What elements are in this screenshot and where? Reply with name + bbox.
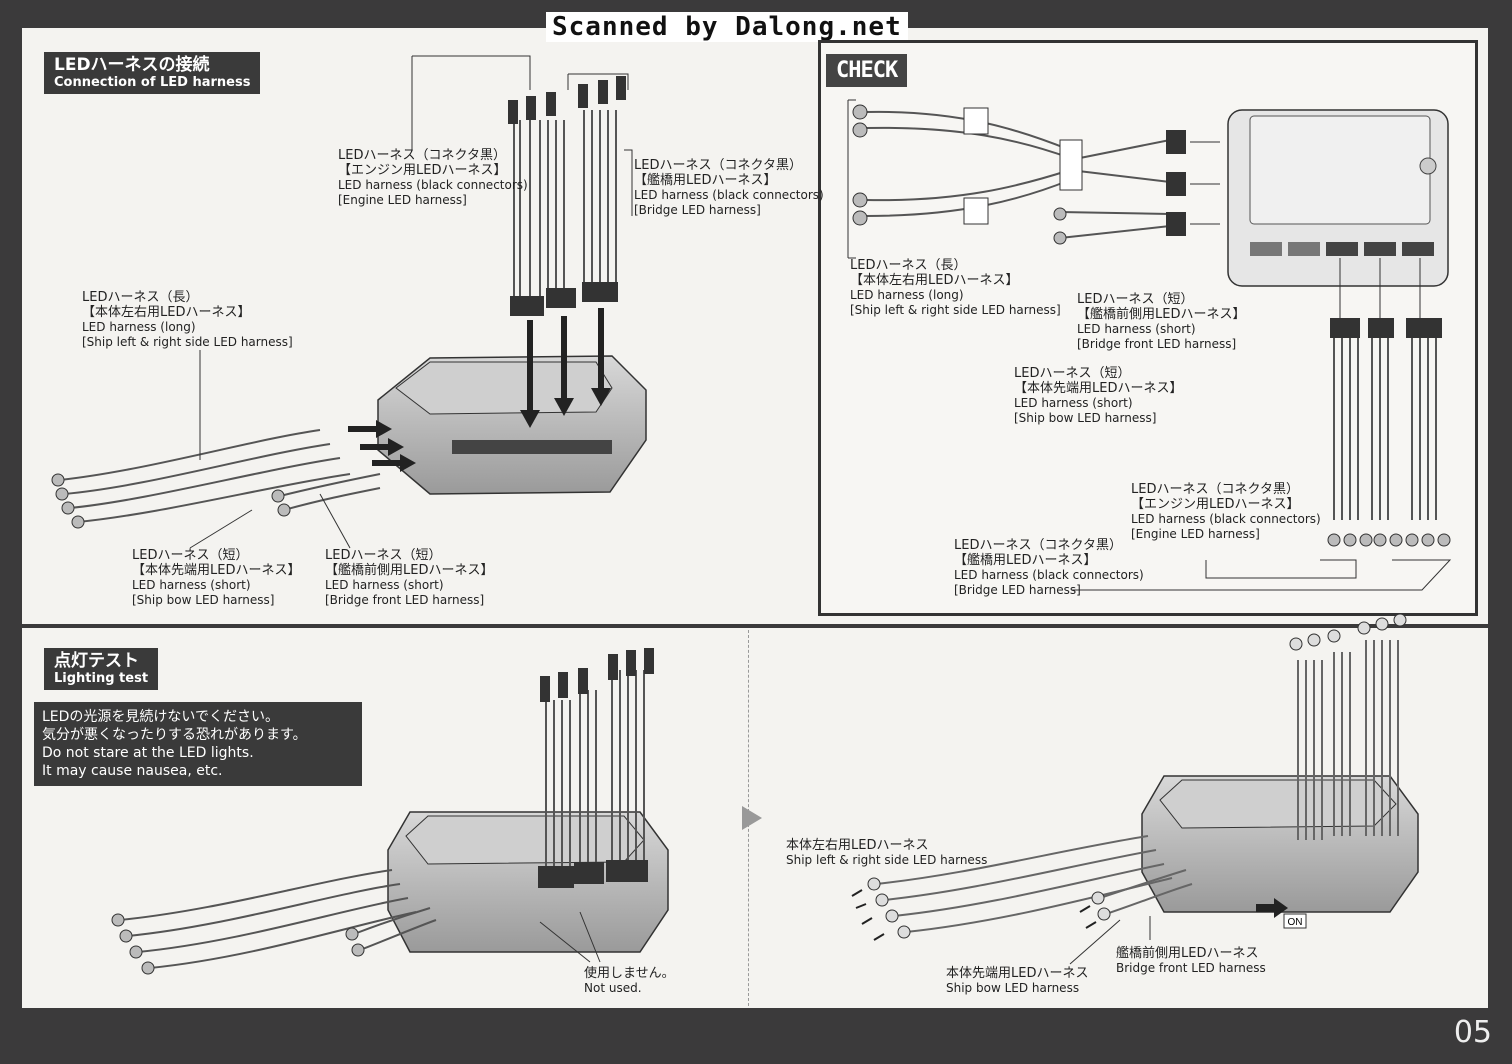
check-label-engine: LEDハーネス（コネクタ黒） 【エンジン用LEDハーネス】 LED harnes…	[1131, 482, 1321, 541]
harness-horizontal-left	[59, 429, 381, 523]
check-label-front: LEDハーネス（短） 【艦橋前側用LEDハーネス】 LED harness (s…	[1077, 292, 1246, 351]
arrows-right	[348, 420, 416, 472]
label-bow-test: 本体先端用LEDハーネス Ship bow LED harness	[946, 966, 1089, 995]
leader-lines-top	[189, 55, 633, 549]
test-leds-left	[111, 913, 365, 975]
check-box-device	[1227, 109, 1449, 287]
check-label-long: LEDハーネス（長） 【本体左右用LEDハーネス】 LED harness (l…	[850, 258, 1061, 317]
check-connectors	[963, 107, 1442, 338]
section-divider	[22, 624, 1488, 628]
label-not-used: 使用しません。 Not used.	[584, 966, 675, 995]
light-rays	[851, 889, 1097, 941]
arrows-down	[520, 308, 611, 428]
test-harness-left	[119, 670, 645, 969]
label-bow-top: LEDハーネス（短） 【本体先端用LEDハーネス】 LED harness (s…	[132, 548, 301, 607]
test-connectors-left	[538, 648, 654, 888]
on-switch	[1256, 898, 1307, 929]
page-number: 05	[1453, 1015, 1492, 1050]
check-label-bridge: LEDハーネス（コネクタ黒） 【艦橋用LEDハーネス】 LED harness …	[954, 538, 1144, 597]
leds-left	[51, 473, 291, 529]
label-engine-top: LEDハーネス（コネクタ黒） 【エンジン用LEDハーネス】 LED harnes…	[338, 148, 528, 207]
label-front-test: 艦橋前側用LEDハーネス Bridge front LED harness	[1116, 946, 1266, 975]
on-label: ON	[1288, 917, 1303, 928]
label-side-test: 本体左右用LEDハーネス Ship left & right side LED …	[786, 838, 988, 867]
check-label-bow: LEDハーネス（短） 【本体先端用LEDハーネス】 LED harness (s…	[1014, 366, 1183, 425]
battery-box-top	[377, 355, 647, 495]
test-harness-right	[875, 640, 1399, 933]
test-leds-right	[867, 613, 1407, 939]
check-leaders	[847, 99, 1452, 591]
step-arrow-icon	[742, 806, 762, 830]
check-leds	[852, 104, 1451, 547]
label-long-top: LEDハーネス（長） 【本体左右用LEDハーネス】 LED harness (l…	[82, 290, 293, 349]
test-leaders	[1069, 916, 1151, 965]
scan-credit: Scanned by Dalong.net	[546, 12, 908, 42]
check-badge: CHECK	[826, 54, 908, 87]
label-bridge-top: LEDハーネス（コネクタ黒） 【艦橋用LEDハーネス】 LED harness …	[634, 158, 824, 217]
lighting-badge: 点灯テスト Lighting test	[44, 648, 159, 690]
label-front-top: LEDハーネス（短） 【艦橋前側用LEDハーネス】 LED harness (s…	[325, 548, 494, 607]
not-used-leader	[539, 911, 601, 963]
connection-badge: LEDハーネスの接続 Connection of LED harness	[44, 52, 261, 94]
harness-vertical-top	[513, 110, 617, 300]
warning-box: LEDの光源を見続けないでください。 気分が悪くなったりする恐れがあります。 D…	[34, 702, 362, 786]
connectors-top	[508, 76, 626, 316]
battery-box-on	[1141, 775, 1419, 913]
